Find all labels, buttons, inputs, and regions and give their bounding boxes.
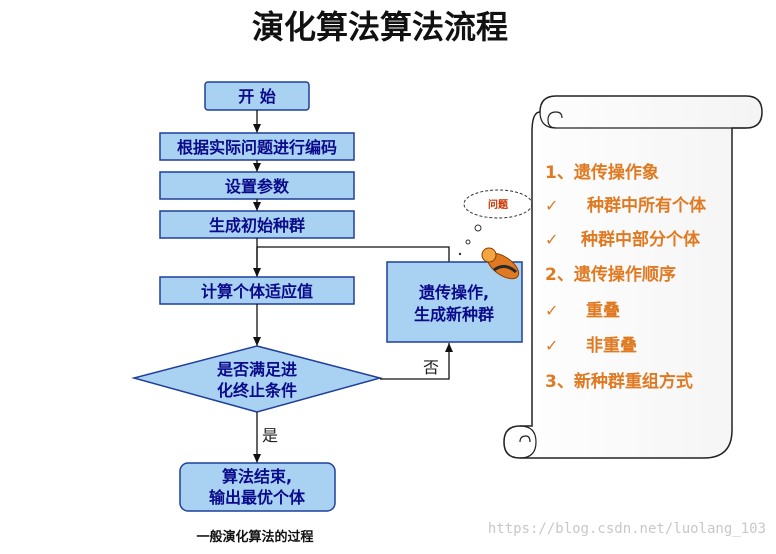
scroll-item-4: 2、遗传操作顺序 <box>545 264 676 285</box>
check-icon: ✓ <box>545 196 558 215</box>
fitness-step-label: 计算个体适应值 <box>201 282 313 301</box>
scroll-item-text: 3、新种群重组方式 <box>545 371 693 392</box>
genetic-operation-node: 遗传操作, 生成新种群 <box>386 261 523 343</box>
page-title: 演化算法算法流程 <box>252 8 508 46</box>
scroll-item-1: 1、遗传操作象 <box>545 162 659 183</box>
no-label: 否 <box>423 358 439 377</box>
thinking-figure-icon <box>481 247 520 280</box>
scroll-item-7: 3、新种群重组方式 <box>545 371 693 392</box>
end-label-line1: 算法结束, <box>222 467 292 486</box>
end-label-line2: 输出最优个体 <box>209 488 306 507</box>
thought-bubble: 问题 <box>458 189 533 256</box>
scroll-item-text: 种群中部分个体 <box>580 229 701 250</box>
scroll-item-text: 种群中所有个体 <box>586 195 707 216</box>
params-step: 设置参数 <box>159 171 355 200</box>
scroll-item-text: 非重叠 <box>586 335 637 356</box>
genetic-label-line1: 遗传操作, <box>418 283 489 302</box>
scroll-item-text: 1、遗传操作象 <box>545 162 659 183</box>
bubble-text: 问题 <box>488 198 509 211</box>
fitness-step: 计算个体适应值 <box>159 276 355 305</box>
check-icon: ✓ <box>545 301 558 320</box>
scroll-item-text: 2、遗传操作顺序 <box>545 264 676 285</box>
decision-label-line1: 是否满足进 <box>216 360 297 379</box>
scroll-item-3: ✓ 种群中部分个体 <box>545 229 701 250</box>
termination-decision: 是否满足进 化终止条件 <box>131 345 383 413</box>
encode-step: 根据实际问题进行编码 <box>159 132 355 161</box>
encode-step-label: 根据实际问题进行编码 <box>177 138 337 157</box>
params-step-label: 设置参数 <box>225 177 290 196</box>
check-icon: ✓ <box>545 230 558 249</box>
decision-label-line2: 化终止条件 <box>217 381 297 400</box>
scroll-item-2: ✓ 种群中所有个体 <box>545 195 707 216</box>
init-population-label: 生成初始种群 <box>209 216 305 235</box>
watermark: https://blog.csdn.net/luolang_103 <box>488 521 766 537</box>
genetic-label-line2: 生成新种群 <box>414 305 494 324</box>
start-node: 开 始 <box>204 81 310 111</box>
scroll-item-5: ✓ 重叠 <box>545 300 620 321</box>
diagram-caption: 一般演化算法的过程 <box>196 529 313 545</box>
yes-label: 是 <box>262 426 278 445</box>
scroll-panel <box>503 95 763 459</box>
scroll-item-text: 重叠 <box>586 300 620 321</box>
scroll-item-6: ✓ 非重叠 <box>545 335 637 356</box>
end-node: 算法结束, 输出最优个体 <box>179 462 336 512</box>
check-icon: ✓ <box>545 336 558 355</box>
start-label: 开 始 <box>238 87 276 106</box>
init-population-step: 生成初始种群 <box>159 210 355 239</box>
